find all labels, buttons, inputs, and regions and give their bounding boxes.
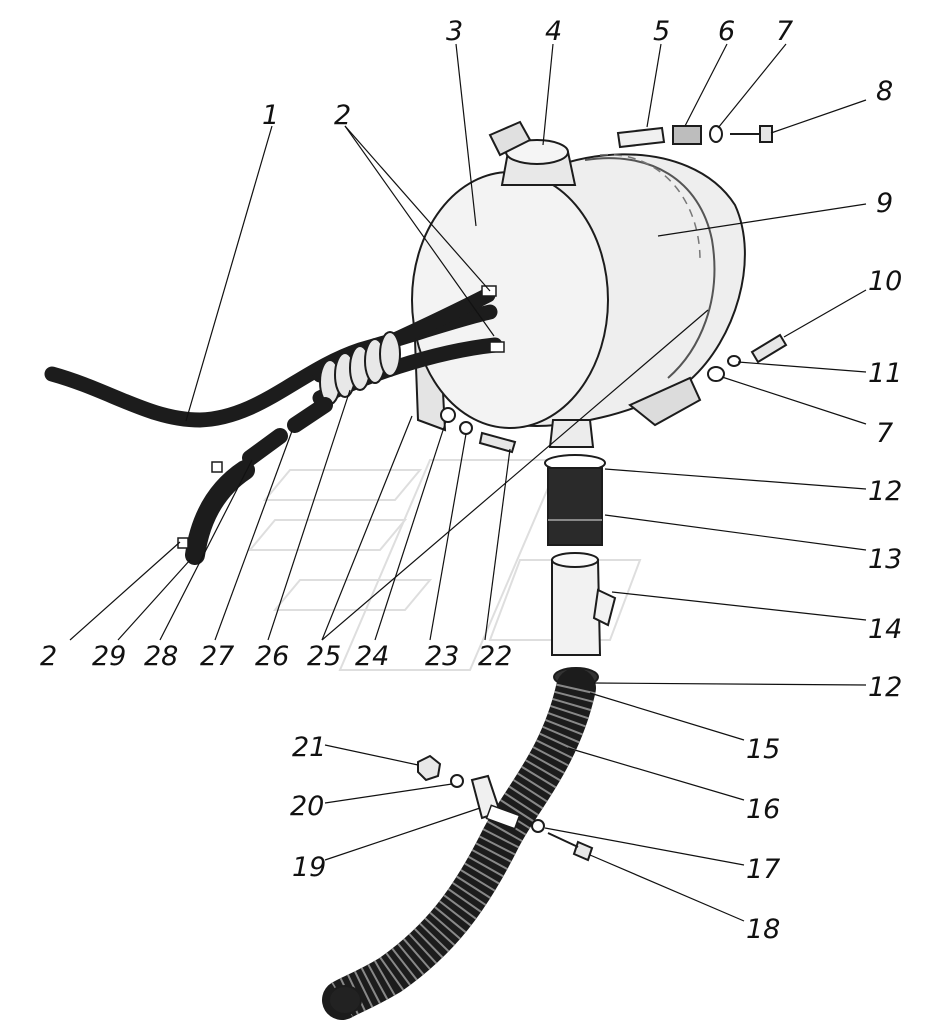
callout-29: 29 xyxy=(92,641,126,672)
callout-8: 8 xyxy=(876,76,893,107)
hose-clamp-upper xyxy=(481,285,497,297)
callout-7a: 7 xyxy=(776,16,793,47)
callout-4: 4 xyxy=(545,16,562,47)
callout-21: 21 xyxy=(292,732,326,763)
callout-26: 26 xyxy=(255,641,289,672)
callout-17: 17 xyxy=(746,854,780,885)
bolt-right xyxy=(750,333,788,364)
callout-16: 16 xyxy=(746,794,780,825)
callout-numbers: 1 2 2 3 4 5 6 7 7 8 9 10 11 12 12 13 14 … xyxy=(40,16,902,945)
callout-9: 9 xyxy=(876,188,893,219)
hose-clamp-29-upper xyxy=(211,461,223,473)
callout-27: 27 xyxy=(200,641,234,672)
hose-end-cuff xyxy=(328,985,362,1015)
spiral-wrap xyxy=(319,331,401,405)
watermark-logo xyxy=(247,459,642,671)
tank-front-face xyxy=(411,171,609,429)
callout-12b: 12 xyxy=(868,672,902,703)
callout-2b: 2 xyxy=(40,641,57,672)
washer-right-small xyxy=(727,355,741,367)
callout-6: 6 xyxy=(718,16,735,47)
nut xyxy=(417,754,442,782)
tank-mount-foot xyxy=(628,376,702,427)
callout-18: 18 xyxy=(746,914,780,945)
washer-lower xyxy=(440,407,456,423)
callout-24: 24 xyxy=(355,641,389,672)
hose-strap xyxy=(485,804,521,830)
callout-15: 15 xyxy=(746,734,780,765)
leader-lines xyxy=(69,43,867,922)
callout-20: 20 xyxy=(290,791,324,822)
expansion-tank-assembly xyxy=(44,120,788,1020)
washer-top xyxy=(709,125,723,143)
bolt-top xyxy=(730,125,773,143)
spring xyxy=(672,125,702,145)
callout-28: 28 xyxy=(144,641,178,672)
hose-elbow-29 xyxy=(185,460,255,565)
tank-band xyxy=(584,157,716,379)
callout-19: 19 xyxy=(292,852,326,883)
callout-7b: 7 xyxy=(876,418,893,449)
washer-17 xyxy=(531,819,545,833)
callout-10: 10 xyxy=(868,266,902,297)
hose-piece-27 xyxy=(242,428,288,466)
callout-25: 25 xyxy=(307,641,341,672)
short-hose xyxy=(547,467,603,546)
top-fitting xyxy=(616,126,666,149)
hose-piece-26 xyxy=(287,397,333,433)
callout-14: 14 xyxy=(868,614,902,645)
callout-2a: 2 xyxy=(334,100,351,131)
corrugated-hose-ribs xyxy=(331,683,596,1018)
callout-11: 11 xyxy=(868,358,902,389)
washer-right xyxy=(707,366,725,382)
tank-band-dashed xyxy=(599,154,701,261)
washer-bracket xyxy=(450,774,464,788)
callout-3: 3 xyxy=(446,16,463,47)
callout-12a: 12 xyxy=(868,476,902,507)
bolt-lower xyxy=(478,431,517,454)
hose-clamp-lower xyxy=(489,341,505,353)
tank-outlet-neck xyxy=(548,419,595,448)
callout-22: 22 xyxy=(478,641,512,672)
callout-5: 5 xyxy=(653,16,670,47)
callout-1: 1 xyxy=(262,100,279,131)
bolt-18 xyxy=(547,832,594,862)
callout-13: 13 xyxy=(868,544,902,575)
tee-fitting xyxy=(551,552,617,656)
filler-cap xyxy=(488,120,577,186)
callout-23: 23 xyxy=(425,641,459,672)
washer-lower-small xyxy=(459,421,473,435)
